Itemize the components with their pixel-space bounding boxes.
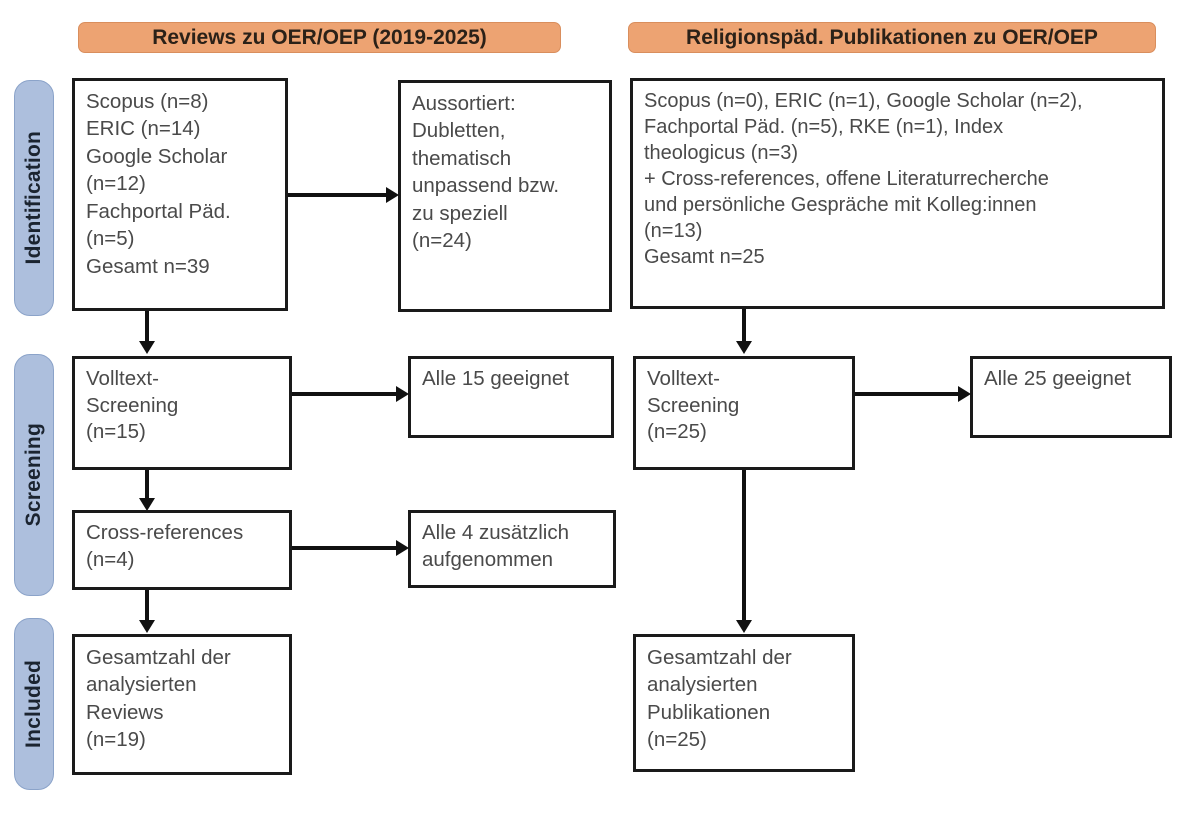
box-left-screening: Volltext- Screening (n=15) bbox=[72, 356, 292, 470]
box-left-screening-result: Alle 15 geeignet bbox=[408, 356, 614, 438]
box-left-crossref: Cross-references (n=4) bbox=[72, 510, 292, 590]
arrowhead-left-crossref-to-result bbox=[396, 540, 409, 556]
box-right-screening-result: Alle 25 geeignet bbox=[970, 356, 1172, 438]
box-left-identification-text: Scopus (n=8) ERIC (n=14) Google Scholar … bbox=[86, 90, 231, 278]
connector-left-screening-to-crossref bbox=[145, 470, 149, 500]
stage-pill-identification: Identification bbox=[14, 80, 54, 316]
column-header-publikationen-text: Religionspäd. Publikationen zu OER/OEP bbox=[686, 25, 1098, 49]
connector-left-ident-to-screening bbox=[145, 311, 149, 343]
box-left-screening-text: Volltext- Screening (n=15) bbox=[86, 367, 179, 444]
column-header-publikationen: Religionspäd. Publikationen zu OER/OEP bbox=[628, 22, 1156, 53]
stage-pill-screening: Screening bbox=[14, 354, 54, 596]
box-right-screening-text: Volltext- Screening (n=25) bbox=[647, 367, 740, 444]
box-left-excluded: Aussortiert: Dubletten, thematisch unpas… bbox=[398, 80, 612, 312]
stage-label-screening: Screening bbox=[22, 423, 45, 527]
box-right-identification-text: Scopus (n=0), ERIC (n=1), Google Scholar… bbox=[644, 90, 1083, 268]
box-right-screening-result-text: Alle 25 geeignet bbox=[984, 367, 1132, 390]
arrowhead-right-ident-to-screening bbox=[736, 341, 752, 354]
stage-pill-included: Included bbox=[14, 618, 54, 790]
box-left-screening-result-text: Alle 15 geeignet bbox=[422, 367, 570, 390]
column-header-reviews: Reviews zu OER/OEP (2019-2025) bbox=[78, 22, 561, 53]
box-left-crossref-result-text: Alle 4 zusätzlich aufgenommen bbox=[422, 521, 569, 571]
connector-right-screening-to-result bbox=[855, 392, 958, 396]
arrowhead-left-ident-to-excluded bbox=[386, 187, 399, 203]
arrowhead-left-screening-to-crossref bbox=[139, 498, 155, 511]
box-right-identification: Scopus (n=0), ERIC (n=1), Google Scholar… bbox=[630, 78, 1165, 309]
box-right-included: Gesamtzahl der analysierten Publikatione… bbox=[633, 634, 855, 772]
arrowhead-left-crossref-to-included bbox=[139, 620, 155, 633]
arrowhead-left-screening-to-result bbox=[396, 386, 409, 402]
connector-left-crossref-to-included bbox=[145, 590, 149, 622]
box-left-included-text: Gesamtzahl der analysierten Reviews (n=1… bbox=[86, 646, 231, 752]
box-right-included-text: Gesamtzahl der analysierten Publikatione… bbox=[647, 646, 792, 752]
stage-label-included: Included bbox=[22, 660, 45, 748]
arrowhead-right-screening-to-included bbox=[736, 620, 752, 633]
box-left-excluded-text: Aussortiert: Dubletten, thematisch unpas… bbox=[412, 92, 560, 253]
box-left-identification: Scopus (n=8) ERIC (n=14) Google Scholar … bbox=[72, 78, 288, 311]
box-right-screening: Volltext- Screening (n=25) bbox=[633, 356, 855, 470]
arrowhead-right-screening-to-result bbox=[958, 386, 971, 402]
connector-right-screening-to-included bbox=[742, 470, 746, 622]
arrowhead-left-ident-to-screening bbox=[139, 341, 155, 354]
connector-right-ident-to-screening bbox=[742, 309, 746, 343]
connector-left-ident-to-excluded bbox=[288, 193, 386, 197]
column-header-reviews-text: Reviews zu OER/OEP (2019-2025) bbox=[152, 25, 487, 49]
stage-label-identification: Identification bbox=[22, 131, 45, 265]
box-left-crossref-text: Cross-references (n=4) bbox=[86, 521, 244, 571]
box-left-included: Gesamtzahl der analysierten Reviews (n=1… bbox=[72, 634, 292, 775]
connector-left-screening-to-result bbox=[292, 392, 396, 396]
box-left-crossref-result: Alle 4 zusätzlich aufgenommen bbox=[408, 510, 616, 588]
connector-left-crossref-to-result bbox=[292, 546, 396, 550]
